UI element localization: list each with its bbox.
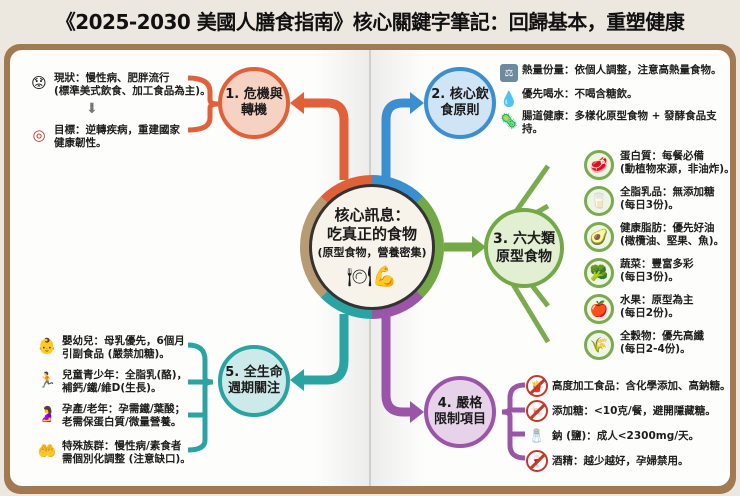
- node-principles: 2. 核心飲食原則: [424, 67, 496, 139]
- principle-item-water: 💧 優先喝水：不喝含糖飲。: [500, 88, 638, 110]
- node-lifecycle: 5. 全生命週期關注: [218, 345, 290, 417]
- principle-item-gut: 🦠 腸道健康：多樣化原型食物 + 發酵食品支持。: [499, 110, 717, 135]
- grain-icon: 🌾: [584, 330, 614, 360]
- stressed-person-icon: 😟: [31, 73, 47, 92]
- running-child-icon: 🏃: [37, 370, 57, 389]
- muscle-icon: 💪: [372, 264, 398, 288]
- no-alcohol-icon: 🍷: [526, 450, 548, 472]
- baby-icon: 👶: [37, 336, 57, 355]
- node-crisis: 1. 危機與轉機: [218, 67, 290, 139]
- food-item-fats: 🥑 健康脂肪：優先好油(橄欖油、堅果、魚)。: [584, 222, 724, 252]
- meat-egg-icon: 🥩: [584, 150, 614, 180]
- food-item-dairy: 🥛 全脂乳品：無添加糖(每日3份)。: [584, 186, 715, 216]
- node-limits: 4. 嚴格限制項目: [424, 376, 496, 448]
- care-hands-icon: 🤲: [37, 441, 57, 460]
- lifecycle-item-special: 🤲 特殊族群：慢性病/素食者需個別化調整 (注意缺口)。: [37, 440, 191, 465]
- crisis-item-goal: ◎ 目標：逆轉疾病，重建國家健康韌性。: [28, 124, 180, 150]
- pregnant-icon: 🤰: [37, 404, 57, 423]
- food-item-protein: 🥩 蛋白質：每餐必備(動植物來源，非油炸)。: [584, 150, 735, 180]
- food-item-vegetables: 🥦 蔬菜：豐富多彩(每日3份)。: [584, 258, 694, 288]
- lifecycle-item-infant: 👶 嬰幼兒：母乳優先，6個月引副食品 (嚴禁加糖)。: [37, 335, 185, 360]
- avocado-oil-icon: 🥑: [584, 222, 614, 252]
- core-message-main: 吃真正的食物: [326, 225, 417, 243]
- target-icon: ◎: [32, 125, 46, 144]
- scale-icon: ⚖: [500, 64, 518, 82]
- page-title: 《2025-2030 美國人膳食指南》核心關鍵字筆記：回歸基本，重塑健康: [55, 10, 685, 34]
- principle-item-calories: ⚖ 熱量份量：依個人調整，注意高熱量食物。: [500, 64, 722, 82]
- core-message-hub: 核心訊息： 吃真正的食物 (原型食物，營養密集) 🍽💪: [300, 175, 444, 319]
- no-sugar-icon: 🍬: [526, 400, 548, 422]
- arrow-down-icon: ⬇: [86, 101, 98, 117]
- node-foods: 3. 六大類原型食物: [484, 208, 564, 288]
- limit-item-processed: 🍟 高度加工食品：含化學添加、高鈉糖。: [526, 375, 731, 397]
- lifecycle-item-youth: 🏃 兒童青少年：全脂乳(酪)，補鈣/鐵/維D(生長)。: [37, 369, 188, 394]
- limit-item-alcohol: 🍷 酒精：越少越好，孕婦禁用。: [526, 450, 689, 472]
- gut-bacteria-icon: 🦠: [499, 111, 519, 130]
- crisis-item-status: 😟 現狀：慢性病、肥胖流行(標準美式飲食、加工食品為主)。: [28, 72, 210, 98]
- food-item-fruit: 🍎 水果：原型為主(每日2份)。: [584, 294, 694, 324]
- water-drop-icon: 💧: [499, 89, 519, 108]
- plate-icon: 🍽: [346, 264, 373, 288]
- food-item-grains: 🌾 全穀物：優先高纖(每日2-4份)。: [584, 330, 704, 360]
- dairy-icon: 🥛: [584, 186, 614, 216]
- fruit-icon: 🍎: [584, 294, 614, 324]
- limit-item-sodium: 🧂 鈉 (鹽)：成人<2300mg/天。: [526, 425, 699, 447]
- core-message-sub: (原型食物，營養密集): [317, 246, 427, 259]
- no-processed-food-icon: 🍟: [526, 375, 548, 397]
- vegetable-icon: 🥦: [584, 258, 614, 288]
- core-message-title: 核心訊息：: [334, 206, 410, 224]
- salt-shaker-icon: 🧂: [528, 428, 546, 444]
- lifecycle-item-pregnancy-elderly: 🤰 孕產/老年：孕需鐵/葉酸；老需保蛋白質/微量營養。: [37, 403, 186, 428]
- limit-item-sugar: 🍬 添加糖：<10克/餐，避開隱藏糖。: [526, 400, 716, 422]
